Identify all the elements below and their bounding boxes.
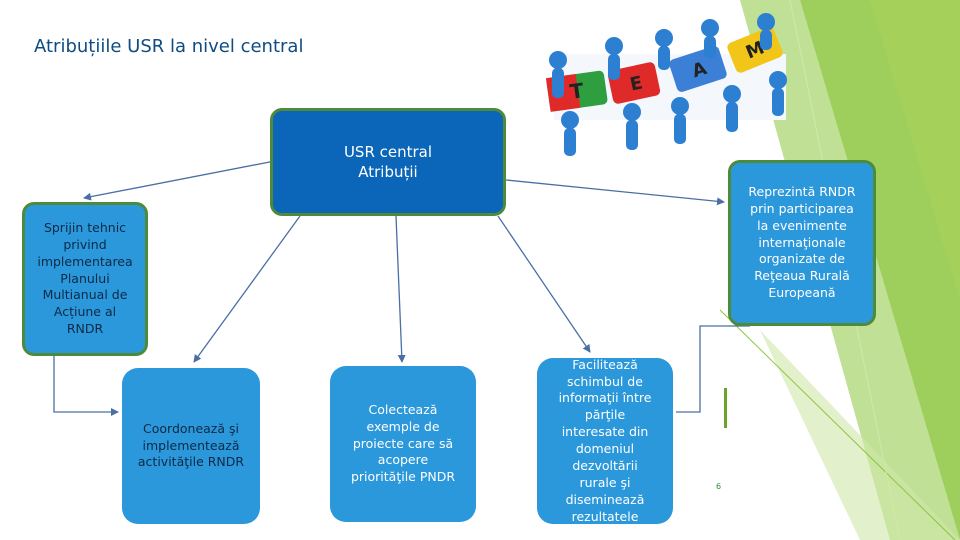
- green-stripe: [760, 330, 960, 540]
- connector-arrow: [395, 215, 406, 363]
- elbow-connector: [53, 356, 119, 416]
- node-collects-examples: Colectează exemple de proiecte care să a…: [330, 366, 476, 522]
- connector-arrow: [83, 159, 281, 201]
- green-line: [719, 309, 956, 540]
- puzzle-letter: A: [690, 58, 710, 82]
- connector-arrow: [193, 215, 301, 363]
- center-node-label: USR central Atribuții: [343, 142, 433, 181]
- puzzle-piece-e: [607, 62, 661, 104]
- center-node-usr: USR central Atribuții: [270, 108, 506, 216]
- connector-arrow: [505, 179, 725, 206]
- team-figures: [549, 13, 787, 156]
- node-label: Colectează exemple de proiecte care să a…: [350, 401, 456, 485]
- slide-title: Atribuțiile USR la nivel central: [34, 36, 304, 57]
- green-stripe: [870, 0, 960, 300]
- elbow-connector: [676, 325, 750, 413]
- page-number: 6: [716, 482, 722, 491]
- connector-arrow: [497, 215, 591, 353]
- node-represents-rndr: Reprezintă RNDR prin participarea la eve…: [728, 160, 876, 326]
- node-coordinates: Coordonează şi implementează activităţil…: [122, 368, 260, 524]
- puzzle-letter: E: [628, 72, 644, 95]
- node-label: Sprijin tehnic privind implementarea Pla…: [37, 219, 133, 337]
- puzzle-letter: T: [568, 78, 585, 104]
- node-label: Reprezintă RNDR prin participarea la eve…: [748, 183, 856, 301]
- node-label: Coordonează şi implementează activităţil…: [137, 420, 245, 470]
- node-label: Facilitează schimbul de informaţii între…: [558, 356, 652, 524]
- green-accent-bar: [724, 388, 727, 428]
- team-puzzle-illustration: T E A M: [545, 13, 787, 156]
- node-technical-support: Sprijin tehnic privind implementarea Pla…: [22, 202, 148, 356]
- node-facilitates-exchange: Facilitează schimbul de informaţii între…: [537, 356, 673, 524]
